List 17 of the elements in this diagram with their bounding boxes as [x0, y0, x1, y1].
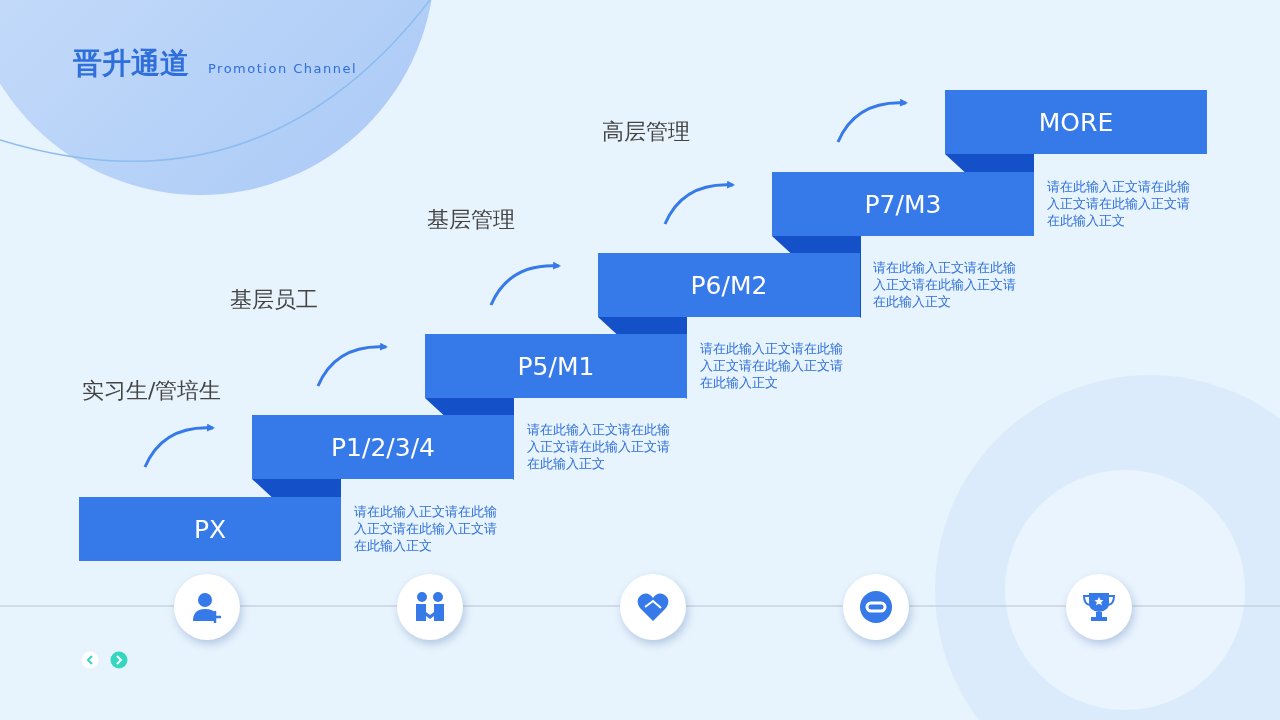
stage-label: 基层员工	[230, 286, 318, 314]
step-box: PX	[79, 497, 341, 561]
stage-label: 高层管理	[602, 118, 690, 146]
description-text: 请在此输入正文请在此输入正文请在此输入正文请在此输入正文	[700, 340, 844, 391]
subtitle: Promotion Channel	[208, 61, 358, 76]
stage-label: 基层管理	[427, 206, 515, 234]
step-box: P5/M1	[425, 334, 687, 398]
step-box: P7/M3	[772, 172, 1034, 236]
step-box: P6/M2	[598, 253, 860, 317]
description-text: 请在此输入正文请在此输入正文请在此输入正文请在此输入正文	[354, 503, 498, 554]
description-text: 请在此输入正文请在此输入正文请在此输入正文请在此输入正文	[527, 421, 671, 472]
step-box: P1/2/3/4	[252, 415, 514, 479]
step-box: MORE	[945, 90, 1207, 154]
slide-title: 晋升通道	[73, 45, 189, 82]
stage-label: 实习生/管培生	[82, 377, 222, 405]
description-text: 请在此输入正文请在此输入正文请在此输入正文请在此输入正文	[873, 259, 1017, 310]
description-text: 请在此输入正文请在此输入正文请在此输入正文请在此输入正文	[1047, 178, 1191, 229]
